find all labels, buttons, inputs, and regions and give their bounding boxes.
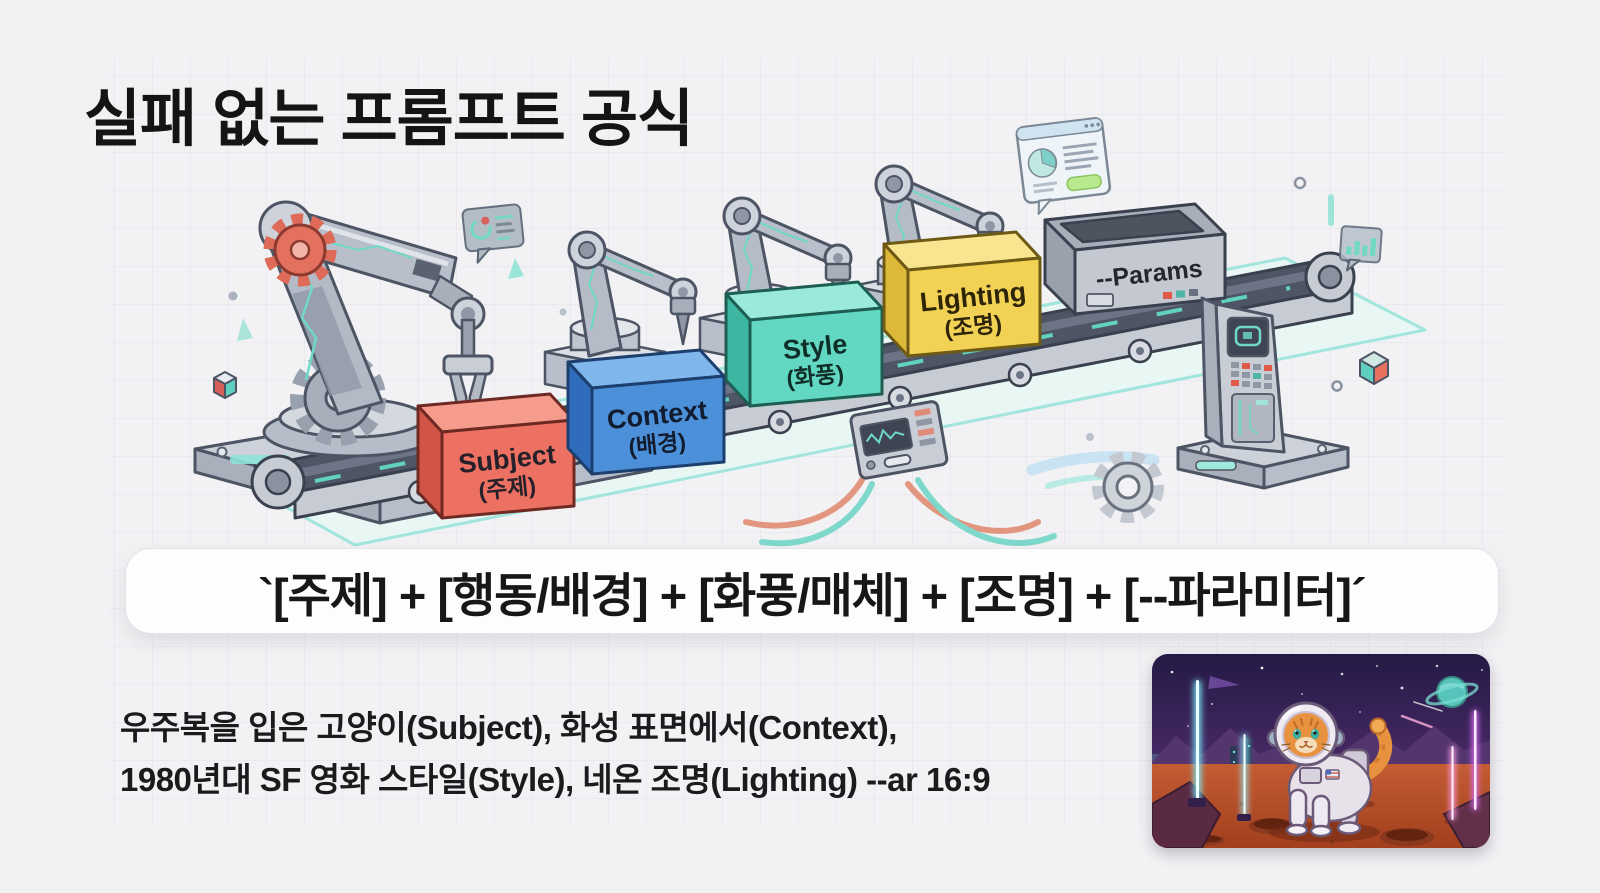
lighting-box-label-ko: (조명)	[943, 310, 1003, 342]
analytics-bubble-icon	[461, 203, 525, 264]
bar-chart-bubble-icon	[1338, 225, 1383, 272]
context-box: Context (배경)	[566, 348, 726, 476]
astronaut-cat-illustration	[1152, 654, 1490, 848]
control-kiosk	[1200, 296, 1286, 454]
params-box: --Params	[1043, 202, 1227, 316]
module-screen	[859, 417, 913, 457]
floating-accents	[213, 176, 1389, 441]
example-prompt-line1: 우주복을 입은 고양이(Subject), 화성 표면에서(Context),	[120, 709, 897, 746]
subject-box: Subject (주제)	[416, 392, 576, 520]
example-prompt-line2: 1980년대 SF 영화 스타일(Style), 네온 조명(Lighting)…	[120, 761, 991, 799]
example-prompt: 우주복을 입은 고양이(Subject), 화성 표면에서(Context), …	[120, 702, 1120, 806]
subject-box-label-ko: (주제)	[477, 472, 537, 504]
kiosk-keypad	[1231, 362, 1272, 389]
page-title: 실패 없는 프롬프트 공식	[84, 85, 694, 154]
formula-text: `[주제] + [행동/배경] + [화풍/매체] + [조명] + [--파라…	[258, 568, 1366, 622]
robot-arm-large	[258, 200, 494, 458]
cat-face	[1281, 718, 1331, 753]
formula-bar: `[주제] + [행동/배경] + [화풍/매체] + [조명] + [--파라…	[125, 548, 1499, 634]
card-button	[1066, 174, 1102, 192]
context-box-label-ko: (배경)	[627, 428, 687, 460]
neon-pillars	[1188, 680, 1478, 821]
stars	[1170, 664, 1483, 727]
style-box-label-ko: (화풍)	[785, 360, 845, 392]
ringed-planet-icon	[1425, 676, 1479, 708]
lighting-box: Lighting (조명)	[882, 230, 1042, 358]
chest-panel	[1299, 767, 1322, 784]
style-box: Style (화풍)	[724, 280, 884, 408]
result-image	[1152, 654, 1490, 848]
spaceship-icon	[1208, 676, 1240, 689]
analytics-card	[1015, 117, 1112, 215]
cube-icon	[1359, 351, 1389, 385]
cube-icon	[213, 371, 237, 399]
distant-towers	[1230, 738, 1252, 776]
gear-icon-small	[1092, 451, 1164, 523]
style-box-label-en: Style	[781, 329, 848, 366]
gripper-icon	[442, 354, 494, 376]
red-gear-icon	[263, 213, 337, 287]
astronaut-cat	[1266, 701, 1393, 838]
